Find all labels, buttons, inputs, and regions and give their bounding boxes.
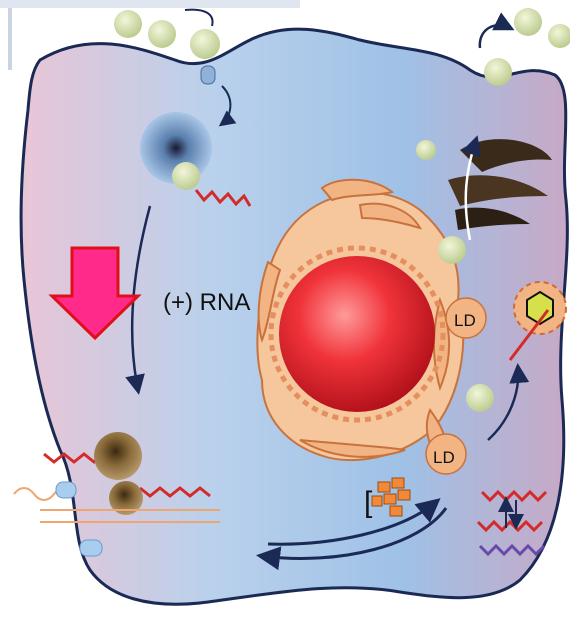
entry-arrow bbox=[185, 10, 213, 26]
frame-corner bbox=[0, 0, 300, 8]
virion bbox=[148, 20, 176, 48]
frame-edge bbox=[8, 8, 12, 70]
virion bbox=[172, 162, 200, 190]
virion bbox=[514, 8, 542, 36]
virion bbox=[484, 58, 512, 86]
receptor bbox=[201, 66, 215, 84]
nucleus bbox=[279, 256, 435, 412]
release-arrow bbox=[480, 25, 510, 48]
ribosome-large bbox=[94, 432, 142, 480]
ld-label-top: LD bbox=[454, 311, 476, 330]
virion bbox=[438, 236, 466, 264]
rna-label: (+) RNA bbox=[163, 289, 250, 316]
ld-label-bottom: LD bbox=[433, 448, 455, 467]
virion bbox=[114, 10, 142, 38]
virion bbox=[416, 140, 436, 160]
virion bbox=[190, 29, 220, 59]
virion bbox=[548, 24, 570, 48]
virion bbox=[466, 384, 494, 412]
